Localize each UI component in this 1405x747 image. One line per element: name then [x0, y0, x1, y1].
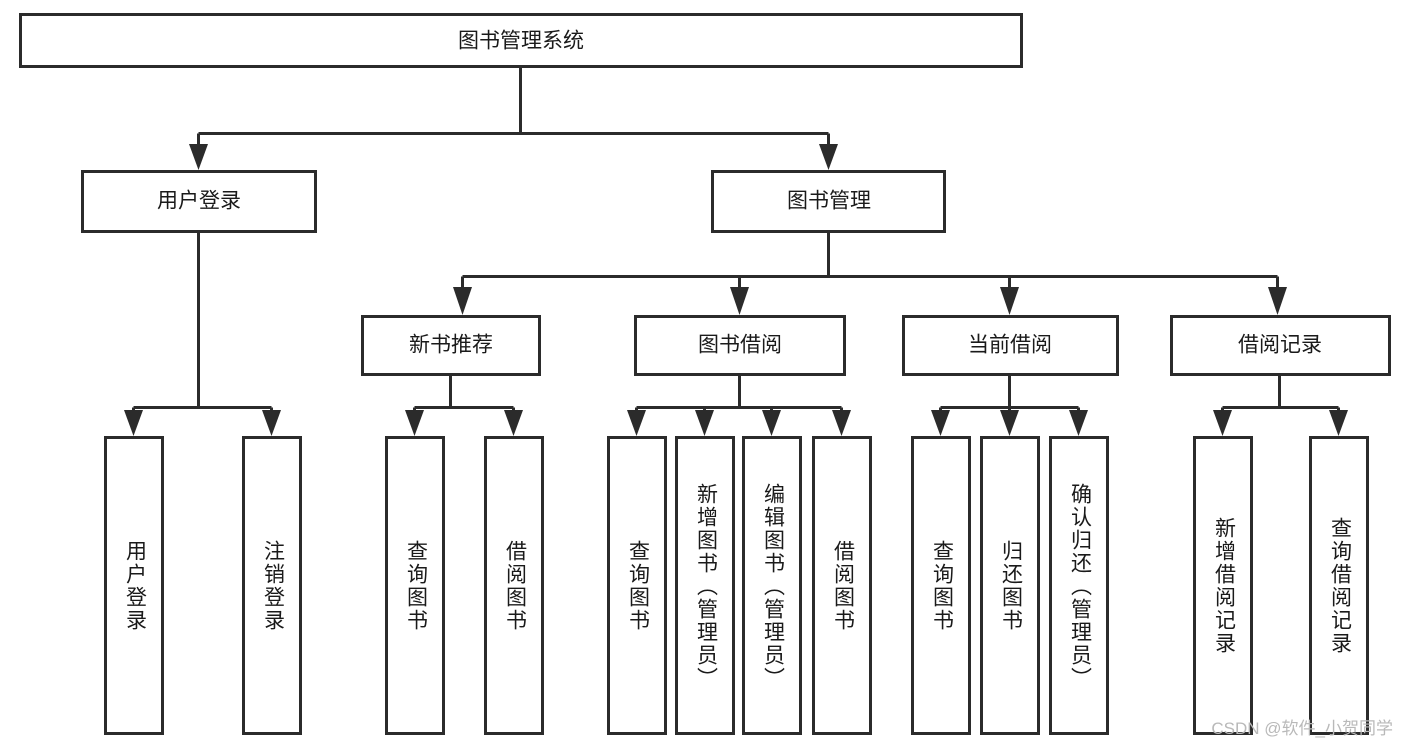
node-leaf-borrow-book-1[interactable] [484, 436, 544, 735]
arrow-head-icon [1069, 410, 1088, 436]
node-borrow-record[interactable]: 借阅记录 [1170, 315, 1391, 376]
arrow-head-icon [1329, 410, 1348, 436]
node-root[interactable]: 图书管理系统 [19, 13, 1023, 68]
node-leaf-logout[interactable] [242, 436, 302, 735]
connector-root-to-level2 [189, 67, 838, 170]
node-leaf-return-book[interactable] [980, 436, 1040, 735]
node-leaf-query-borrow-record[interactable] [1309, 436, 1369, 735]
arrow-head-icon [504, 410, 523, 436]
connector-new-book-to-leaves [405, 375, 523, 436]
arrow-head-icon [262, 410, 281, 436]
node-leaf-edit-book-admin[interactable] [742, 436, 802, 735]
arrow-head-icon [695, 410, 714, 436]
node-leaf-query-book-1[interactable] [385, 436, 445, 735]
arrow-head-icon [405, 410, 424, 436]
arrow-head-icon [124, 410, 143, 436]
arrow-head-icon [1000, 287, 1019, 315]
arrow-head-icon [730, 287, 749, 315]
node-book-borrow-label: 图书借阅 [698, 334, 782, 357]
node-root-label: 图书管理系统 [458, 30, 584, 53]
node-book-manage[interactable]: 图书管理 [711, 170, 946, 233]
node-borrow-record-label: 借阅记录 [1238, 334, 1322, 357]
arrow-head-icon [762, 410, 781, 436]
arrow-head-icon [832, 410, 851, 436]
node-current-borrow-label: 当前借阅 [968, 334, 1052, 357]
connector-borrow-record-to-leaves [1213, 375, 1348, 436]
connector-user-login-to-leaves [124, 232, 281, 436]
arrow-head-icon [453, 287, 472, 315]
node-new-book-recommend[interactable]: 新书推荐 [361, 315, 541, 376]
node-leaf-query-book-3[interactable] [911, 436, 971, 735]
node-book-borrow[interactable]: 图书借阅 [634, 315, 846, 376]
node-user-login-label: 用户登录 [157, 190, 241, 213]
arrow-head-icon [627, 410, 646, 436]
node-leaf-borrow-book-2[interactable] [812, 436, 872, 735]
watermark: CSDN @软件_小贺同学 [1211, 719, 1393, 738]
node-current-borrow[interactable]: 当前借阅 [902, 315, 1119, 376]
node-book-manage-label: 图书管理 [787, 190, 871, 213]
node-leaf-add-borrow-record[interactable] [1193, 436, 1253, 735]
node-new-book-recommend-label: 新书推荐 [409, 334, 493, 357]
node-leaf-user-login[interactable] [104, 436, 164, 735]
connector-book-borrow-to-leaves [627, 375, 851, 436]
arrow-head-icon [189, 144, 208, 170]
connector-book-manage-to-level3 [453, 232, 1287, 315]
connector-current-borrow-to-leaves [931, 375, 1088, 436]
node-leaf-query-book-2[interactable] [607, 436, 667, 735]
arrow-head-icon [1213, 410, 1232, 436]
node-leaf-confirm-return-admin[interactable] [1049, 436, 1109, 735]
arrow-head-icon [1268, 287, 1287, 315]
arrow-head-icon [931, 410, 950, 436]
arrow-head-icon [819, 144, 838, 170]
node-leaf-add-book-admin[interactable] [675, 436, 735, 735]
arrow-head-icon [1000, 410, 1019, 436]
node-user-login[interactable]: 用户登录 [81, 170, 317, 233]
